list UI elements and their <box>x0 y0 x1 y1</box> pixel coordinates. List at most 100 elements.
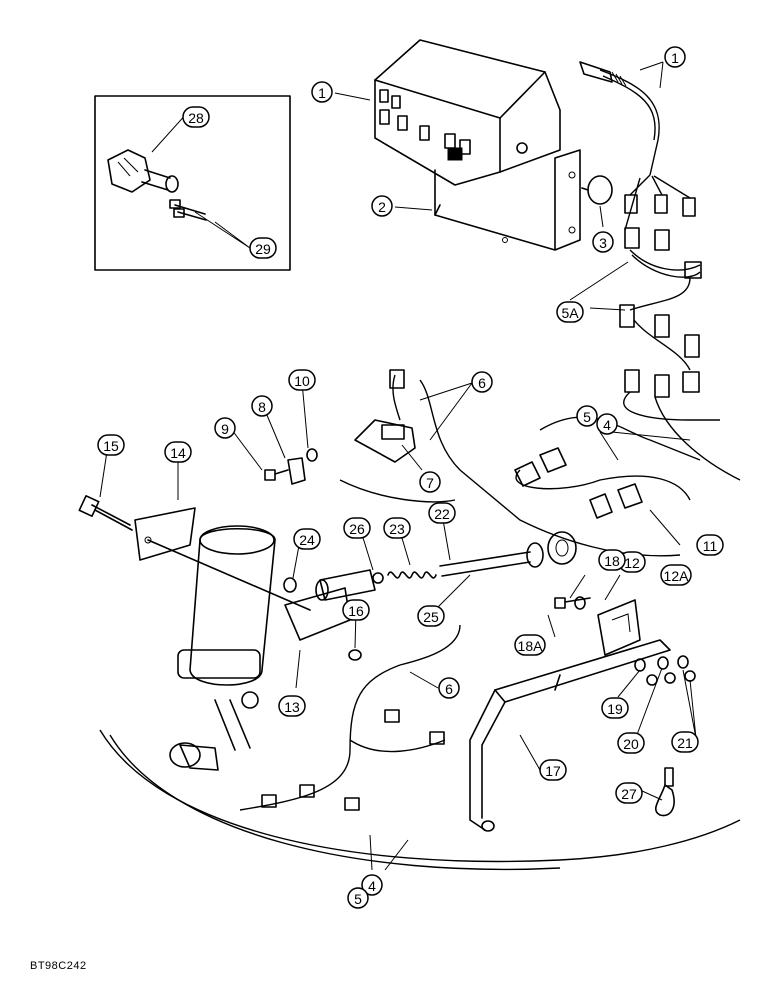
callout-balloon <box>428 502 456 524</box>
clip-assembly <box>264 448 318 485</box>
fasteners-19-20-21 <box>634 655 696 686</box>
callout-balloon <box>97 434 125 456</box>
callout-c20: 20 <box>617 732 645 754</box>
mid-harness <box>514 416 701 519</box>
callout-label: 4 <box>603 417 611 433</box>
callout-c25: 25 <box>417 605 445 627</box>
knob <box>581 175 613 205</box>
callout-balloon <box>471 371 493 393</box>
callout-balloon <box>164 441 192 463</box>
callout-label: 3 <box>599 235 607 251</box>
callout-balloon <box>592 231 614 253</box>
callout-label: 7 <box>426 475 434 491</box>
lower-harness <box>99 624 741 871</box>
callout-label: 6 <box>478 375 486 391</box>
callout-c11: 11 <box>696 534 724 556</box>
callout-balloon <box>288 369 316 391</box>
callout-c16: 16 <box>342 599 370 621</box>
callout-c1a: 1 <box>311 81 333 103</box>
callout-label: 11 <box>703 538 718 554</box>
callout-balloon <box>671 731 699 753</box>
callout-balloon <box>182 106 210 128</box>
inset-detail <box>94 95 291 271</box>
nut-16 <box>348 649 362 661</box>
callout-balloon <box>361 874 383 896</box>
callout-label: 8 <box>258 399 266 415</box>
callout-balloon <box>342 599 370 621</box>
callout-label: 12 <box>624 555 640 571</box>
callout-label: 19 <box>607 701 623 717</box>
callout-balloon <box>601 697 629 719</box>
bracket-14 <box>134 507 311 611</box>
callout-balloon <box>438 677 460 699</box>
callout-balloon <box>311 81 333 103</box>
callout-c1b: 1 <box>664 46 686 68</box>
callout-balloon <box>293 528 321 550</box>
callout-label: 29 <box>255 241 271 257</box>
callout-balloon <box>371 195 393 217</box>
callout-label: 1 <box>318 85 326 101</box>
callout-c5A: 5A <box>556 301 584 323</box>
callout-c6a: 6 <box>471 371 493 393</box>
linkage-17 <box>469 639 671 832</box>
callout-balloon <box>343 517 371 539</box>
callout-balloon <box>615 782 643 804</box>
callout-c5a: 5 <box>576 405 598 427</box>
callout-label: 22 <box>434 506 450 522</box>
bolt-15 <box>78 494 133 531</box>
callout-c7: 7 <box>419 471 441 493</box>
callout-balloon <box>251 395 273 417</box>
document-code: BT98C242 <box>30 960 87 972</box>
callout-c6b: 6 <box>438 677 460 699</box>
callout-label: 13 <box>284 699 300 715</box>
callout-c29: 29 <box>249 237 277 259</box>
callout-c3: 3 <box>592 231 614 253</box>
callout-c23: 23 <box>383 517 411 539</box>
bolt-18 <box>554 596 591 610</box>
callout-c21: 21 <box>671 731 699 753</box>
callout-c15: 15 <box>97 434 125 456</box>
callout-label: 9 <box>221 421 229 437</box>
callout-label: 14 <box>170 445 186 461</box>
callout-label: 1 <box>671 50 679 66</box>
callout-c4a: 4 <box>596 413 618 435</box>
callout-c12A: 12A <box>660 564 692 586</box>
callout-c14: 14 <box>164 441 192 463</box>
callout-c28: 28 <box>182 106 210 128</box>
callout-balloon <box>660 564 692 586</box>
callout-c26: 26 <box>343 517 371 539</box>
callout-label: 5 <box>583 409 591 425</box>
callout-c10: 10 <box>288 369 316 391</box>
callout-balloon <box>664 46 686 68</box>
callout-label: 21 <box>677 735 693 751</box>
leader-lines <box>99 61 697 871</box>
callout-balloon <box>514 634 546 656</box>
callout-label: 25 <box>423 609 439 625</box>
callout-label: 5A <box>561 305 579 321</box>
callout-c17: 17 <box>539 759 567 781</box>
callout-label: 23 <box>389 521 405 537</box>
callout-label: 27 <box>621 786 637 802</box>
cylinder <box>169 525 276 771</box>
callout-balloon <box>383 517 411 539</box>
callout-label: 10 <box>294 373 310 389</box>
callout-label: 5 <box>354 891 362 907</box>
callout-label: 12A <box>664 568 690 584</box>
callout-c18: 18 <box>598 549 626 571</box>
callout-label: 18 <box>604 553 620 569</box>
callout-c22: 22 <box>428 502 456 524</box>
callout-c2: 2 <box>371 195 393 217</box>
callout-balloon <box>419 471 441 493</box>
callout-c19: 19 <box>601 697 629 719</box>
callout-balloon <box>598 549 626 571</box>
bracket-12 <box>597 599 641 656</box>
callout-balloon <box>556 301 584 323</box>
callout-label: 28 <box>188 110 204 126</box>
callout-label: 26 <box>349 521 365 537</box>
callout-label: 15 <box>103 438 119 454</box>
washer-24 <box>283 577 297 593</box>
callout-label: 20 <box>623 736 639 752</box>
callout-c5b: 5 <box>347 887 369 909</box>
callout-balloon <box>596 413 618 435</box>
